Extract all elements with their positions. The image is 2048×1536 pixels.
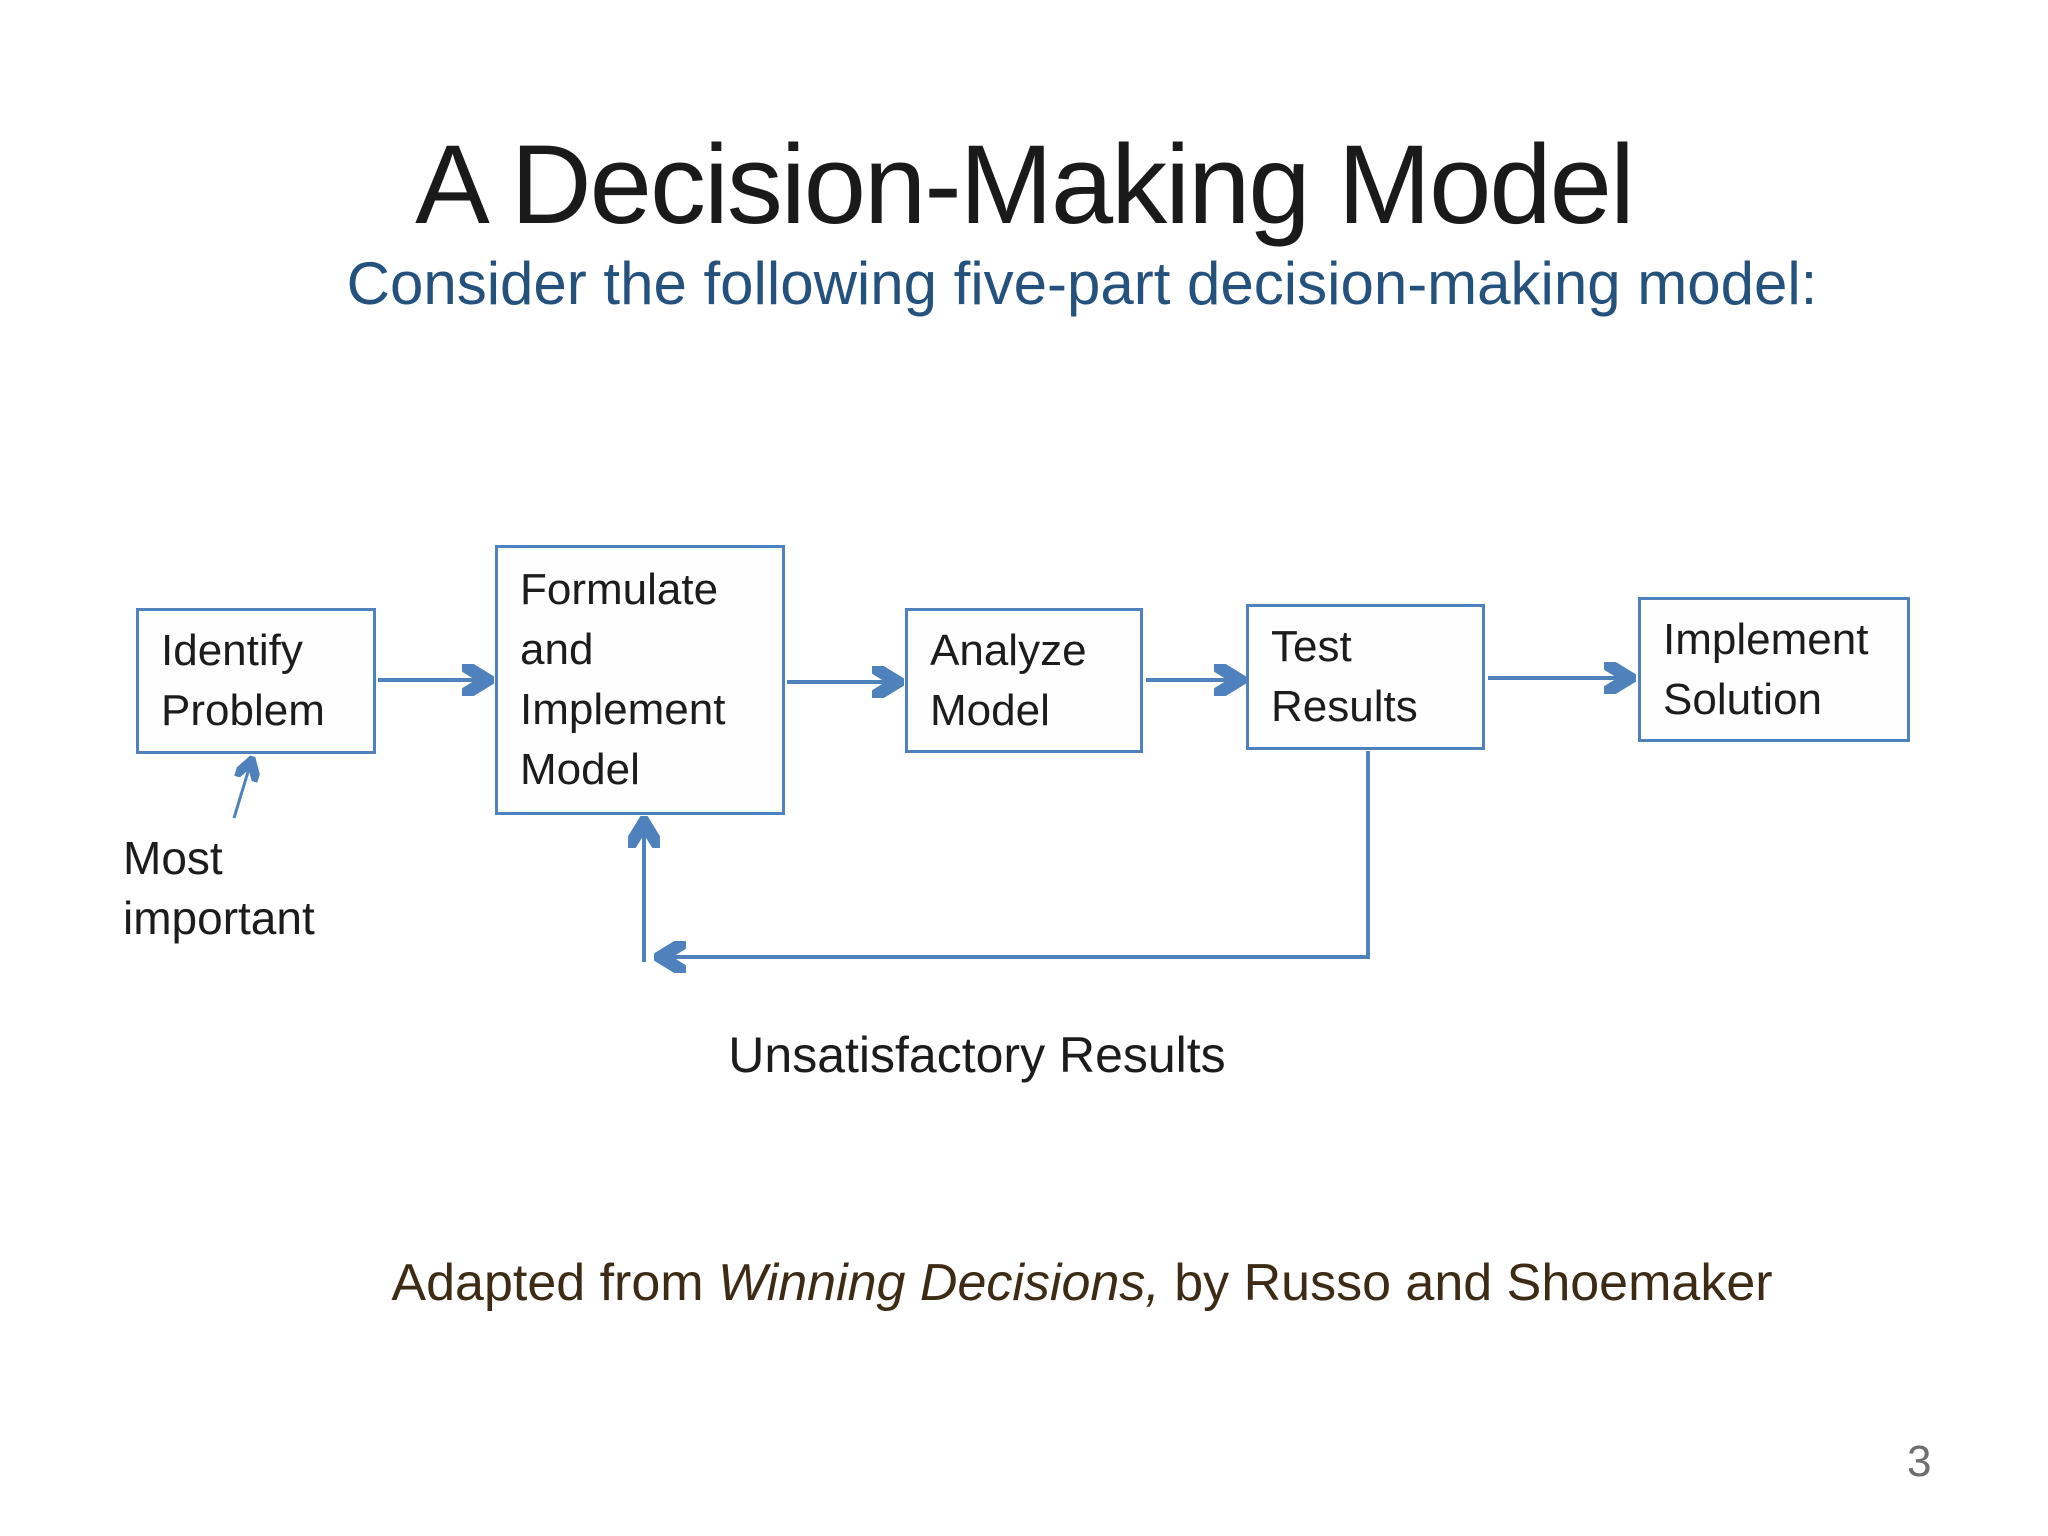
box-label: Test Results — [1271, 622, 1418, 731]
flowchart-box-implement-solution: Implement Solution — [1638, 597, 1910, 742]
slide-title: A Decision-Making Model — [415, 122, 1635, 247]
attribution-book-title: Winning Decisions, — [718, 1254, 1160, 1312]
box-label: Analyze Model — [930, 625, 1087, 735]
arrow-most-important-to-identify — [232, 762, 251, 819]
annotation-most-important: Most important — [123, 832, 315, 944]
box-label: Identify Problem — [161, 626, 325, 735]
box-label: Formulate and Implement Model — [520, 565, 726, 794]
box-label: Implement Solution — [1663, 614, 1869, 724]
attribution-line: Adapted from Winning Decisions, by Russo… — [0, 1252, 2048, 1314]
page-number: 3 — [1907, 1437, 1932, 1486]
attribution-prefix: Adapted from — [391, 1254, 719, 1312]
flowchart-box-analyze-model: Analyze Model — [905, 608, 1143, 753]
annotation-unsatisfactory-results: Unsatisfactory Results — [728, 1027, 1226, 1083]
flowchart-box-identify-problem: Identify Problem — [136, 608, 376, 754]
slide-subtitle: Consider the following five-part decisio… — [346, 250, 1818, 317]
flowchart-box-formulate-implement-model: Formulate and Implement Model — [495, 545, 785, 815]
flowchart-box-test-results: Test Results — [1246, 604, 1485, 750]
attribution-suffix: by Russo and Shoemaker — [1159, 1254, 1773, 1312]
